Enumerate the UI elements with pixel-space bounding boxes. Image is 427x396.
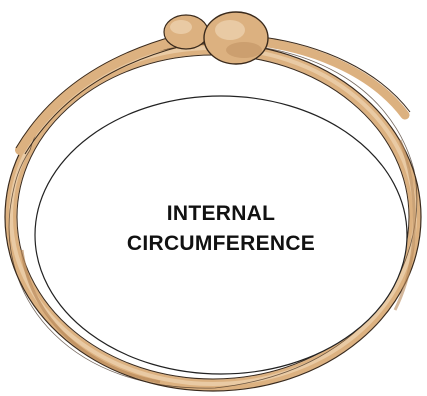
large-bead-highlight	[215, 20, 245, 40]
label-line-2: CIRCUMFERENCE	[127, 232, 315, 255]
small-bead-highlight	[170, 20, 192, 34]
large-bead-shadow	[226, 42, 262, 58]
label-line-1: INTERNAL	[167, 202, 276, 225]
